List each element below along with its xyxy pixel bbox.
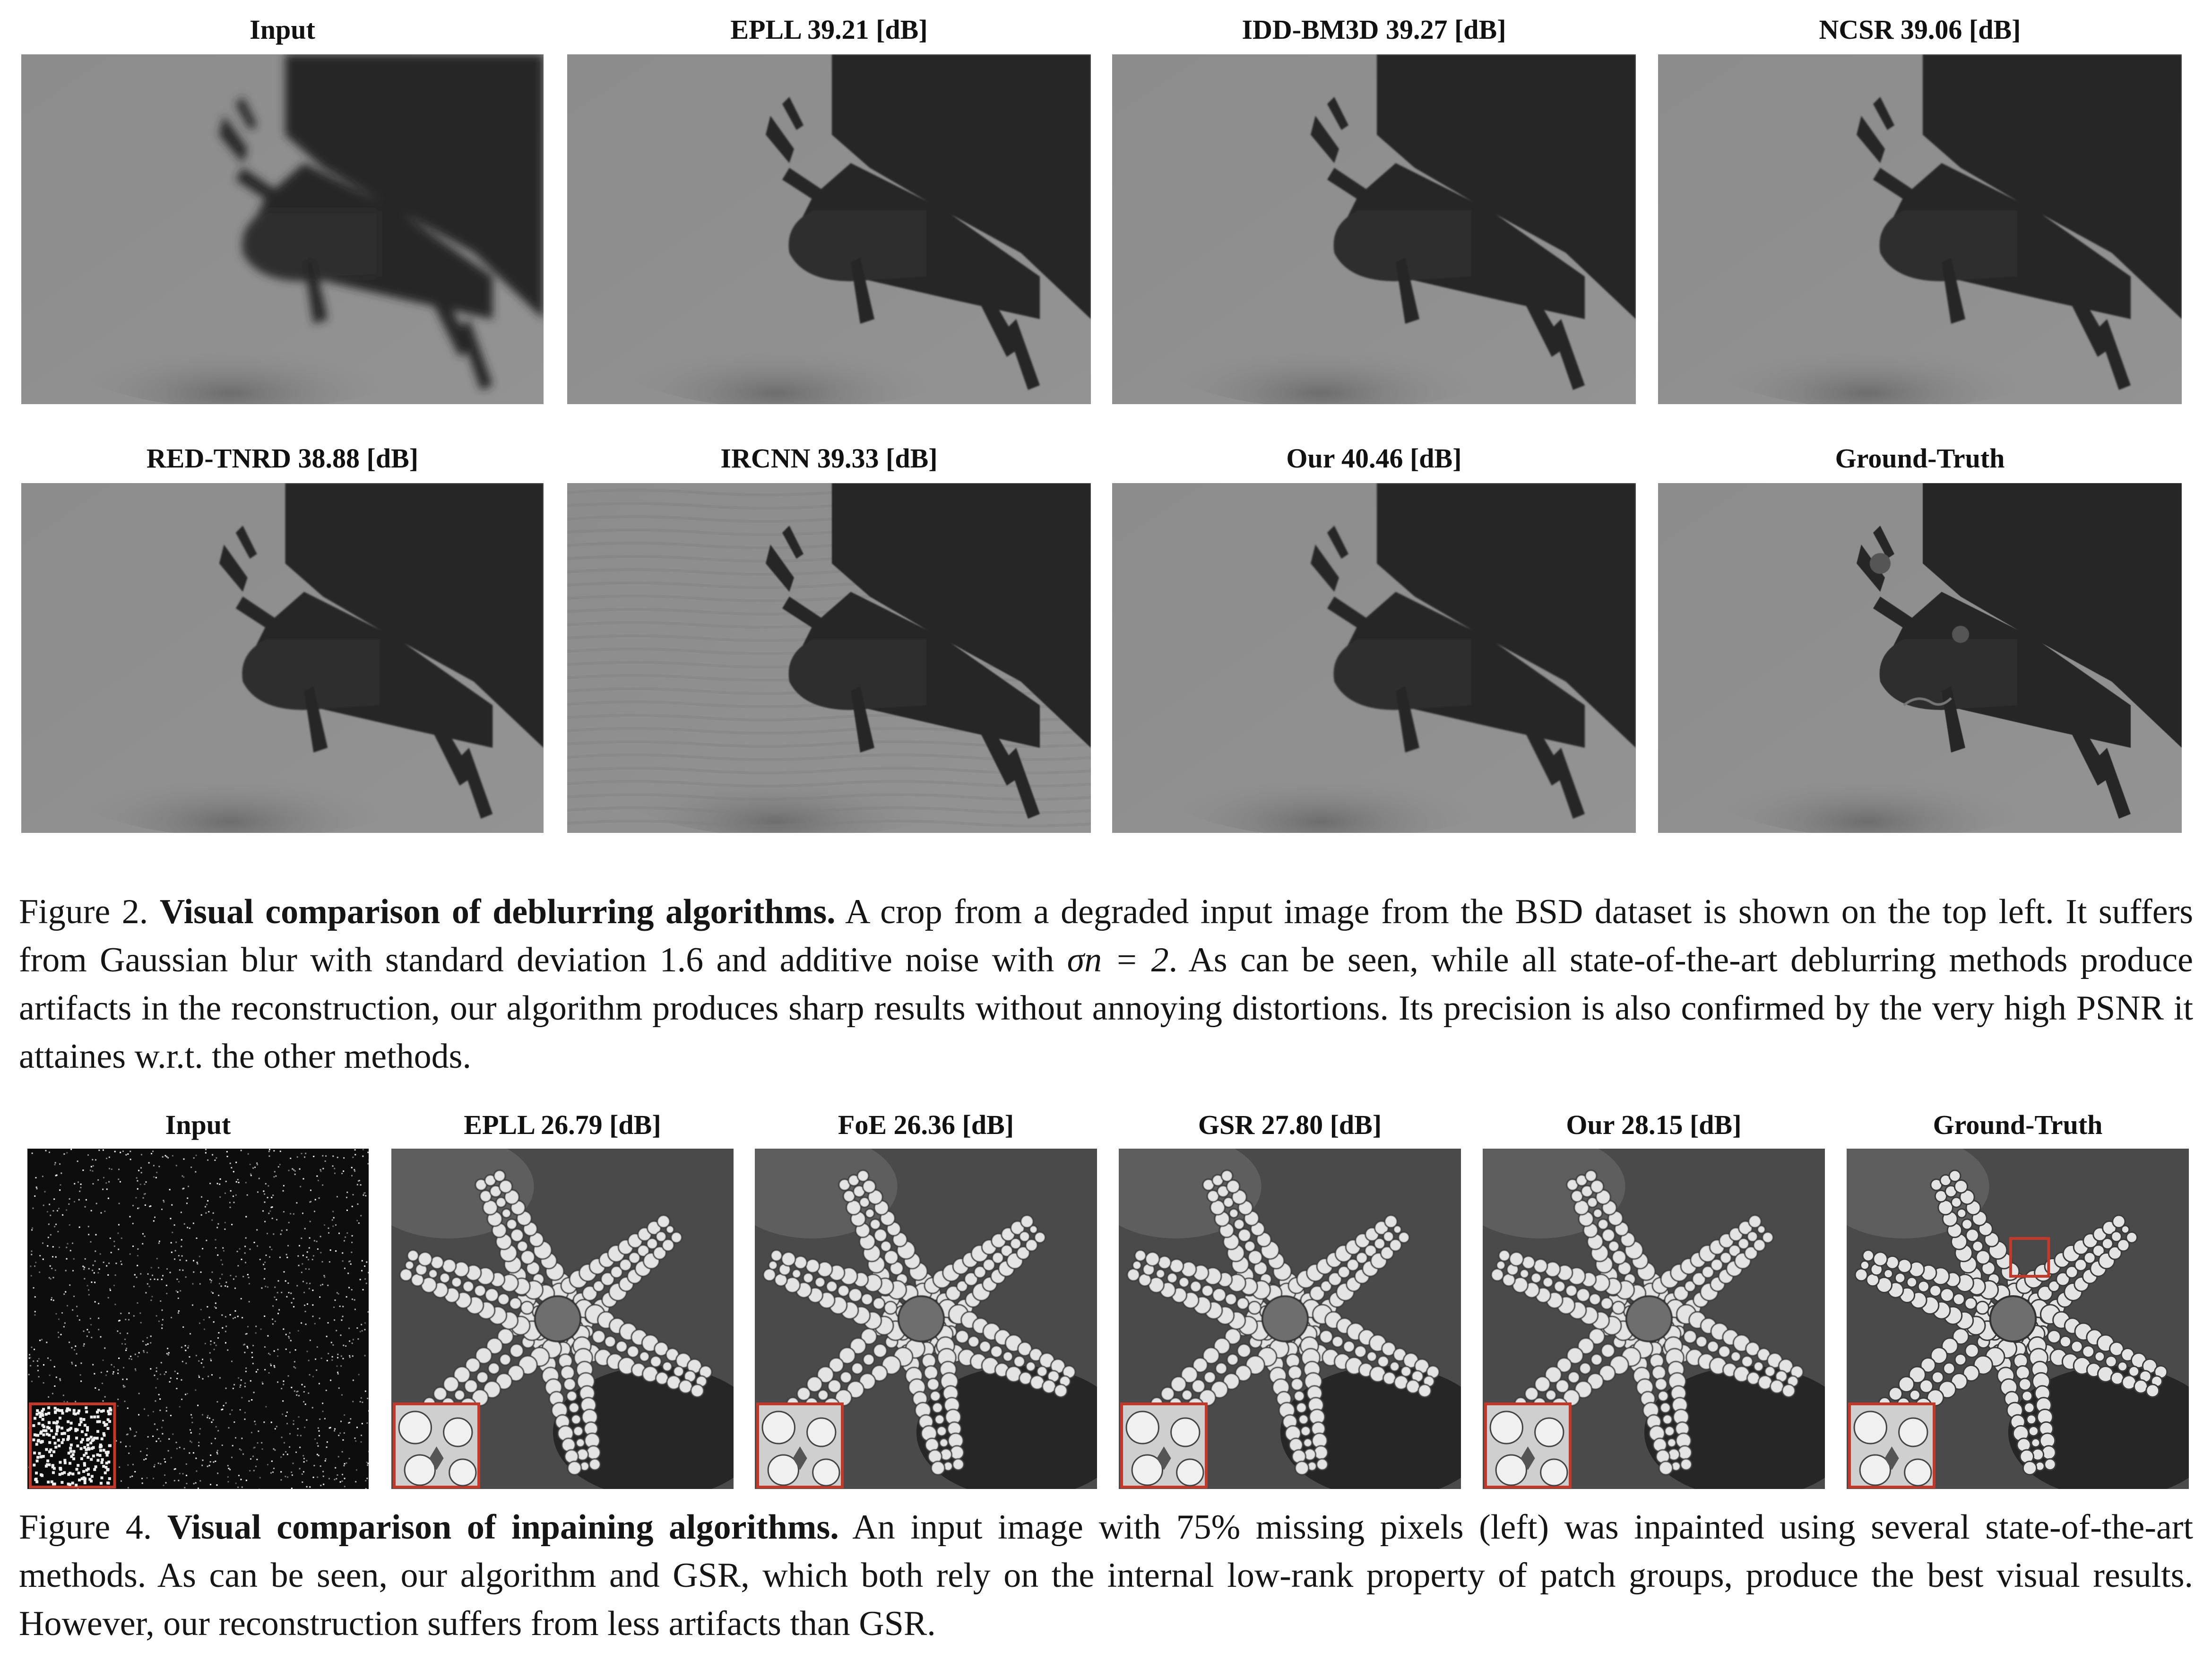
caption-text: . As can be seen, while all state-of-the… (19, 941, 2193, 1076)
deblur-result-image (1658, 483, 2182, 833)
caption-prefix: Figure 2. (19, 892, 160, 931)
deblur-result-image (1112, 54, 1636, 404)
inpaint-result-image (27, 1149, 369, 1489)
deblur-result-image (567, 54, 1091, 404)
panel-label: FoE 26.36 [dB] (838, 1109, 1014, 1140)
inpaint-result-image (1119, 1149, 1461, 1489)
caption-text: A crop from a degraded input image from … (19, 892, 2194, 979)
panel-label: Ground-Truth (1933, 1109, 2103, 1140)
caption-prefix: Figure 4. (19, 1508, 167, 1547)
inpaint-result-image (1847, 1149, 2189, 1489)
deblur-result-image (21, 483, 544, 833)
panel-label: EPLL 26.79 [dB] (464, 1109, 661, 1140)
caption-title: Visual comparison of inpaining algorithm… (167, 1508, 839, 1547)
caption-title: Visual comparison of deblurring algorith… (159, 892, 836, 931)
caption-math: σn = 2 (1067, 941, 1169, 979)
panel-label: NCSR 39.06 [dB] (1819, 14, 2021, 45)
figure-4-caption: Figure 4. Visual comparison of inpaining… (19, 1503, 2193, 1648)
panel-label: GSR 27.80 [dB] (1198, 1109, 1382, 1140)
panel-label: RED-TNRD 38.88 [dB] (146, 443, 419, 474)
panel-label: IRCNN 39.33 [dB] (720, 443, 938, 474)
panel-label: IDD-BM3D 39.27 [dB] (1242, 14, 1506, 45)
panel-label: Our 28.15 [dB] (1566, 1109, 1742, 1140)
panel-label: Ground-Truth (1835, 443, 2005, 474)
panel-label: Our 40.46 [dB] (1286, 443, 1462, 474)
figure-2-caption: Figure 2. Visual comparison of deblurrin… (19, 888, 2193, 1081)
deblur-result-image (567, 483, 1091, 833)
deblur-result-image (21, 54, 544, 404)
caption-text: An input image with 75% missing pixels (… (19, 1508, 2194, 1643)
panel-label: Input (250, 14, 315, 45)
panel-label: EPLL 39.21 [dB] (730, 14, 928, 45)
panel-label: Input (165, 1109, 231, 1140)
inpaint-result-image (391, 1149, 734, 1489)
inpaint-result-image (755, 1149, 1097, 1489)
inpaint-result-image (1483, 1149, 1825, 1489)
deblur-result-image (1658, 54, 2182, 404)
deblur-result-image (1112, 483, 1636, 833)
